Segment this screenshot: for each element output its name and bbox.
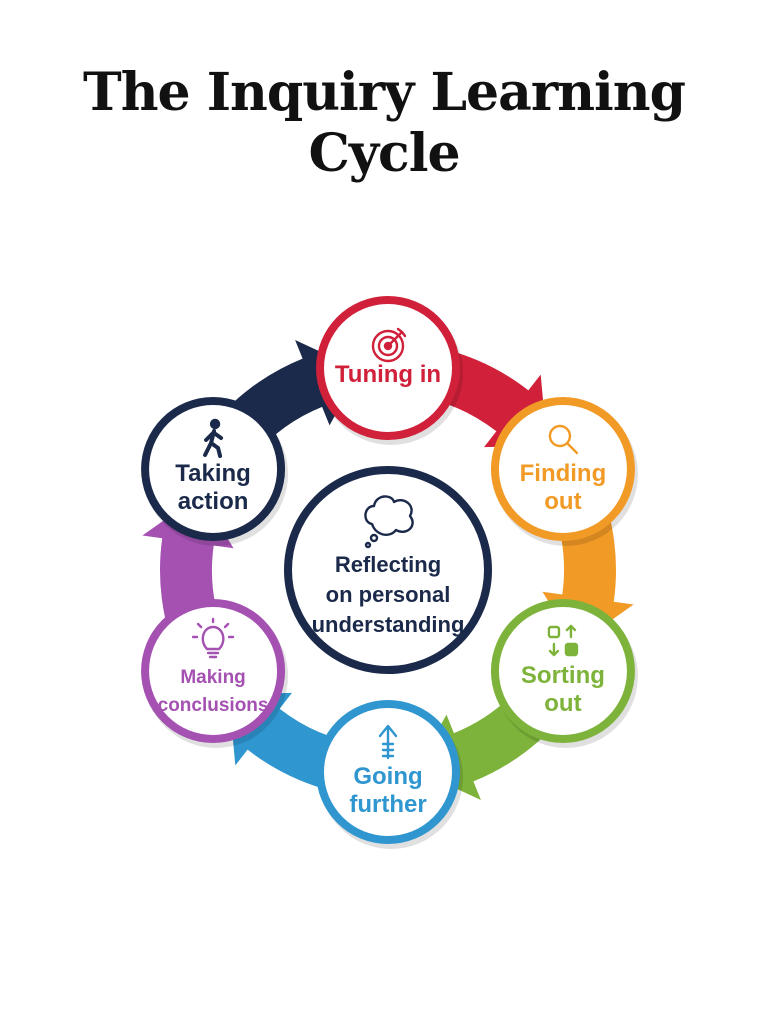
page-title: The Inquiry Learning Cycle: [83, 62, 686, 184]
center-label: on personal: [326, 582, 451, 607]
stage-label: Taking: [175, 460, 251, 487]
stage-disc: [498, 405, 627, 533]
stage-label: out: [544, 488, 581, 515]
lightbulb-icon: [191, 617, 235, 659]
magnifier-icon: [548, 424, 579, 455]
stage-label: further: [349, 791, 426, 818]
stage-disc: [324, 708, 452, 836]
stage-disc: [324, 304, 452, 432]
stage-label: Making: [180, 667, 245, 688]
stage-node-making-conclusions: Making conclusions: [141, 599, 289, 748]
cycle-nodes: Tuning inFindingoutSortingoutGoingfurthe…: [141, 296, 638, 849]
stage-label: Finding: [520, 460, 607, 487]
stage-label: Sorting: [521, 662, 605, 689]
stage-disc: [149, 607, 278, 735]
stage-label: action: [178, 488, 249, 515]
stage-disc: [498, 607, 627, 735]
stage-disc: [149, 405, 278, 533]
center-node: Reflecting on personal understanding: [284, 466, 492, 674]
center-label: Reflecting: [335, 552, 441, 577]
center-label: understanding: [312, 612, 465, 637]
stage-label: Tuning in: [335, 361, 441, 388]
stage-label: out: [544, 690, 581, 717]
sort-icon: [547, 624, 579, 657]
stage-label: conclusions: [158, 695, 269, 716]
stage-node-tuning-in: Tuning in: [316, 296, 463, 445]
thought-bubble-icon: [364, 495, 414, 549]
stage-label: Going: [353, 763, 422, 790]
arrow-up-icon: [378, 724, 398, 760]
center-ring: [284, 466, 492, 674]
walking-person-icon: [203, 418, 224, 458]
target-icon: [371, 327, 407, 363]
